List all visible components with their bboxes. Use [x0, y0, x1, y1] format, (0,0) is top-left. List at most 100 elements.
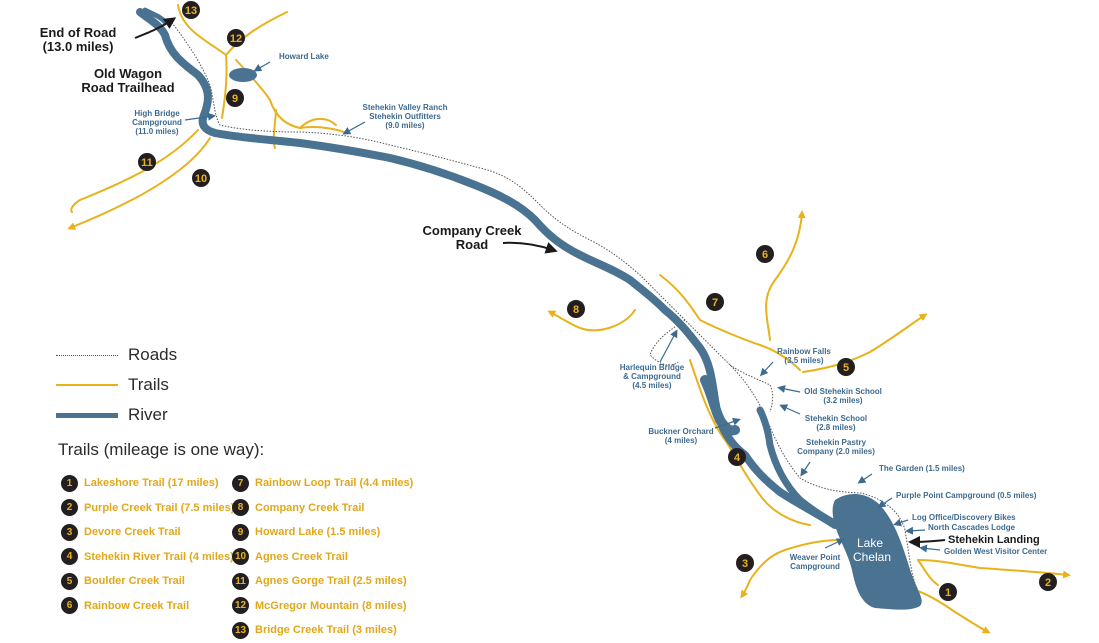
label-company-creek-road: Road: [456, 237, 489, 252]
label-harlequin-campground: & Campground: [623, 372, 681, 381]
svg-text:3: 3: [742, 558, 748, 570]
trail-label: Rainbow Loop Trail (4.4 miles): [255, 477, 414, 490]
marker-7[interactable]: 7: [706, 293, 724, 311]
label-company-creek: Company Creek: [423, 223, 523, 238]
lake-chelan: [832, 493, 922, 610]
svg-text:5: 5: [843, 362, 849, 374]
trail-label: Howard Lake (1.5 miles): [255, 526, 381, 539]
label-end-of-road: End of Road: [40, 25, 117, 40]
trail-number: 10: [232, 548, 249, 566]
label-golden-west: Golden West Visitor Center: [944, 547, 1047, 556]
trail-number: 5: [61, 572, 78, 590]
label-ranch-miles: (9.0 miles): [385, 121, 424, 130]
label-chelan: Chelan: [853, 550, 891, 564]
trail-howard-lake: [221, 54, 228, 119]
label-weaver: Weaver Point: [790, 553, 841, 562]
svg-text:13: 13: [185, 5, 197, 17]
trail-company-creek: [547, 309, 636, 332]
svg-text:11: 11: [141, 157, 153, 169]
pointer-arrows: [184, 61, 941, 553]
label-high-bridge-miles: (11.0 miles): [135, 127, 178, 136]
legend-roads: Roads: [56, 340, 177, 370]
trail-rainbow-creek: [765, 210, 806, 341]
label-lodge: North Cascades Lodge: [928, 523, 1016, 532]
trail-markers: 13 12 9 11 10 8 6 7 5 4 3 1 2: [138, 1, 1057, 601]
marker-6[interactable]: 6: [756, 245, 774, 263]
marker-5[interactable]: 5: [837, 358, 855, 376]
label-log-office: Log Office/Discovery Bikes: [912, 513, 1016, 522]
marker-4[interactable]: 4: [728, 448, 746, 466]
trail-number: 6: [61, 597, 78, 615]
marker-13[interactable]: 13: [182, 1, 200, 19]
marker-9[interactable]: 9: [226, 89, 244, 107]
label-buckner-miles: (4 miles): [665, 436, 698, 445]
marker-1[interactable]: 1: [939, 583, 957, 601]
label-harlequin: Harlequin Bridge: [620, 363, 685, 372]
svg-text:7: 7: [712, 297, 718, 309]
trail-rainbow-loop: [659, 274, 801, 371]
trail-item[interactable]: 10 Agnes Creek Trail: [232, 545, 413, 570]
label-purple-point: Purple Point Campground (0.5 miles): [896, 491, 1037, 500]
svg-text:Rainbow Falls(3.5 miles): Rainbow Falls(3.5 miles): [777, 347, 831, 365]
label-ranch: Stehekin Valley Ranch: [363, 103, 448, 112]
label-high-bridge-campground: Campground: [132, 118, 182, 127]
label-weaver-campground: Campground: [790, 562, 840, 571]
svg-text:Buckner Orchard(4 miles): Buckner Orchard(4 miles): [648, 427, 713, 445]
legend-trails: Trails: [56, 370, 177, 400]
trail-item[interactable]: 7 Rainbow Loop Trail (4.4 miles): [232, 471, 413, 496]
map-legend: Roads Trails River: [56, 340, 177, 430]
marker-3[interactable]: 3: [736, 554, 754, 572]
svg-text:12: 12: [230, 33, 242, 45]
trail-mcgregor: [225, 11, 288, 56]
trail-number: 8: [232, 499, 249, 517]
marker-11[interactable]: 11: [138, 153, 156, 171]
trail-number: 1: [61, 474, 78, 492]
trail-number: 7: [232, 474, 249, 492]
trails-list-title: Trails (mileage is one way):: [58, 440, 265, 459]
trail-item[interactable]: 6 Rainbow Creek Trail: [61, 594, 234, 619]
legend-trails-label: Trails: [128, 375, 169, 394]
svg-text:9: 9: [232, 93, 238, 105]
marker-2[interactable]: 2: [1039, 573, 1057, 591]
marker-10[interactable]: 10: [192, 169, 210, 187]
trail-label: Agnes Gorge Trail (2.5 miles): [255, 575, 407, 588]
trail-label: Agnes Creek Trail: [255, 550, 348, 563]
label-pastry: Stehekin Pastry: [806, 438, 867, 447]
trail-number: 4: [61, 548, 78, 566]
trail-agnes-gorge: [70, 129, 199, 213]
label-end-of-road-miles: (13.0 miles): [43, 39, 114, 54]
trail-devore-creek: [740, 539, 841, 599]
label-harlequin-miles: (4.5 miles): [632, 381, 671, 390]
label-lake: Lake: [857, 536, 883, 550]
black-arrows: [134, 17, 946, 548]
legend-river-label: River: [128, 405, 168, 424]
trail-label: Rainbow Creek Trail: [84, 599, 190, 612]
marker-12[interactable]: 12: [227, 29, 245, 47]
marker-8[interactable]: 8: [567, 300, 585, 318]
label-school: Stehekin School: [805, 414, 867, 423]
trail-boulder-creek: [802, 313, 928, 373]
label-old-wagon-trailhead: Road Trailhead: [81, 80, 174, 95]
label-buckner: Buckner Orchard: [648, 427, 713, 436]
trail-label: Bridge Creek Trail (3 miles): [255, 624, 397, 637]
svg-text:1: 1: [945, 587, 951, 599]
roads-layer: [169, 19, 919, 591]
svg-text:6: 6: [762, 249, 768, 261]
trail-agnes-creek: [67, 137, 211, 230]
